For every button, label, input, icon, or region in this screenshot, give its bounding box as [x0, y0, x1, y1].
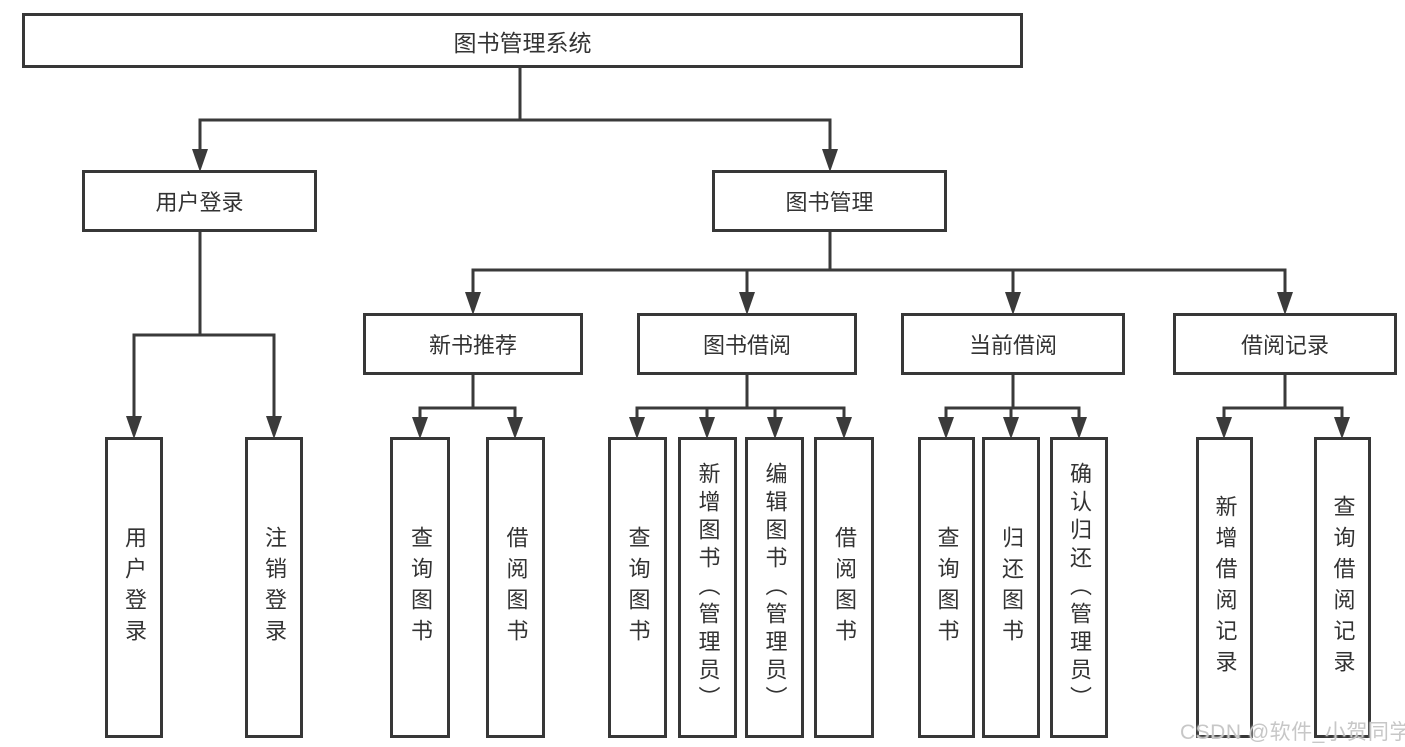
node-bb-edit-book: 编辑图书（管理员） [745, 437, 804, 738]
node-borrow-records: 借阅记录 [1173, 313, 1397, 375]
node-current-borrow: 当前借阅 [901, 313, 1125, 375]
node-rec-query-book: 查询图书 [390, 437, 450, 738]
node-new-book-rec: 新书推荐 [363, 313, 583, 375]
node-bb-query-book: 查询图书 [608, 437, 667, 738]
node-rec-borrow-book: 借阅图书 [486, 437, 545, 738]
node-leaf-user-login: 用户登录 [105, 437, 163, 738]
node-bb-add-book: 新增图书（管理员） [678, 437, 737, 738]
node-cb-query-book: 查询图书 [918, 437, 975, 738]
node-cb-confirm-return: 确认归还（管理员） [1050, 437, 1108, 738]
node-user-login: 用户登录 [82, 170, 317, 232]
node-br-query-record: 查询借阅记录 [1314, 437, 1371, 738]
node-book-borrow: 图书借阅 [637, 313, 857, 375]
node-bb-borrow-book: 借阅图书 [814, 437, 874, 738]
node-book-mgmt: 图书管理 [712, 170, 947, 232]
node-root: 图书管理系统 [22, 13, 1023, 68]
node-br-add-record: 新增借阅记录 [1196, 437, 1253, 738]
node-cb-return-book: 归还图书 [982, 437, 1040, 738]
watermark-text: CSDN @软件_小贺同学 [1180, 721, 1405, 744]
node-leaf-logout: 注销登录 [245, 437, 303, 738]
